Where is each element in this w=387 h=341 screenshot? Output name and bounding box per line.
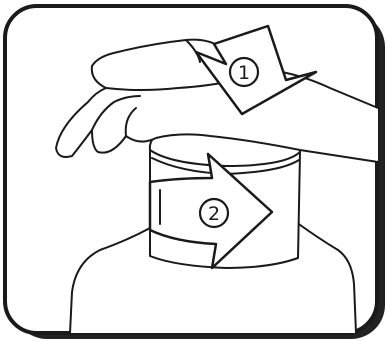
step-2-number: 2 [208,203,220,225]
step-1-number: 1 [238,62,250,84]
step-1-badge: 1 [230,58,258,86]
step-2-badge: 2 [200,199,228,227]
